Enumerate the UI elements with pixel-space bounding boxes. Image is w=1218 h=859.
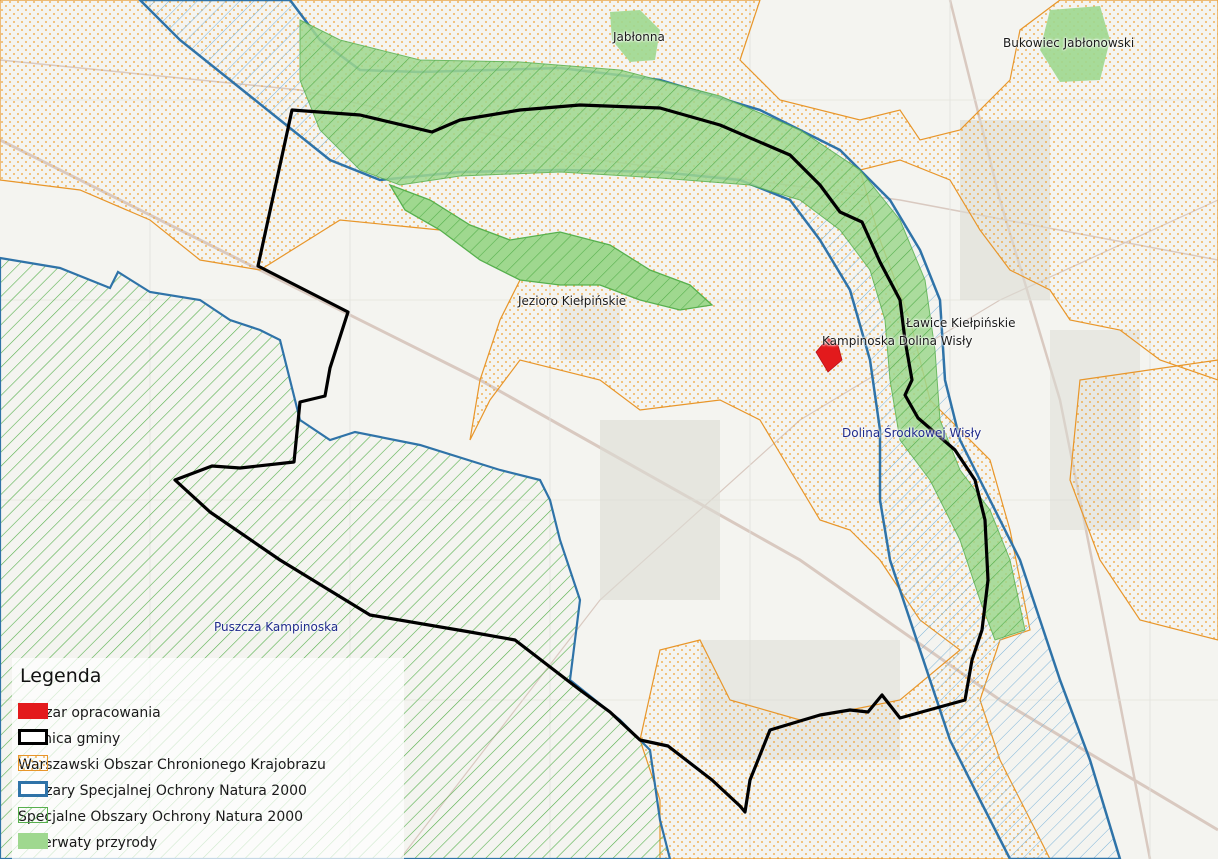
map-legend: Legenda Obszar opracowania Granica gminy…: [12, 658, 404, 859]
jezioro-kielpinskie-area[interactable]: [388, 183, 714, 311]
legend-item-oso: Obszary Specjalnej Ochrony Natura 2000: [18, 781, 307, 801]
label-puszcza-kampinoska: Puszcza Kampinoska: [214, 620, 339, 634]
legend-item-study-area: Obszar opracowania: [18, 703, 161, 723]
label-bukowiec-jablonowski: Bukowiec Jabłonowski: [1003, 36, 1135, 50]
reserve-areas[interactable]: [610, 6, 1110, 82]
legend-item-boundary: Granica gminy: [18, 729, 120, 749]
legend-title: Legenda: [20, 665, 102, 687]
label-lawice-kielpinskie: Ławice Kiełpińskie: [906, 316, 1016, 330]
study-area[interactable]: [815, 337, 843, 373]
legend-label: Obszary Specjalnej Ochrony Natura 2000: [18, 783, 307, 799]
reserve-swatch-icon: [18, 833, 48, 849]
river-soo-strip[interactable]: [299, 19, 1026, 641]
legend-item-soo: Specjalne Obszary Ochrony Natura 2000: [18, 807, 303, 827]
legend-label: Specjalne Obszary Ochrony Natura 2000: [18, 809, 304, 825]
label-jezioro-kielpinskie: Jezioro Kiełpińskie: [518, 294, 627, 308]
label-jablonna: Jabłonna: [613, 30, 665, 44]
soo-swatch-icon: [18, 807, 48, 823]
legend-item-reserve: Rezerwaty przyrody: [18, 833, 157, 853]
municipality-boundary[interactable]: [173, 103, 990, 814]
label-dolina-srodkowej-wisly: Dolina Środkowej Wisły: [842, 426, 982, 440]
oso-swatch-icon: [18, 781, 48, 797]
wochk-swatch-icon: [18, 755, 48, 771]
study-area-swatch-icon: [18, 703, 48, 719]
boundary-swatch-icon: [18, 729, 48, 745]
legend-label: Rezerwaty przyrody: [18, 835, 158, 851]
legend-label: Warszawski Obszar Chronionego Krajobrazu: [18, 757, 326, 773]
legend-item-wochk: Warszawski Obszar Chronionego Krajobrazu: [18, 755, 326, 775]
label-kampinoska-dolina-wisly: Kampinoska Dolina Wisły: [822, 334, 973, 348]
legend-label: Obszar opracowania: [18, 705, 161, 721]
